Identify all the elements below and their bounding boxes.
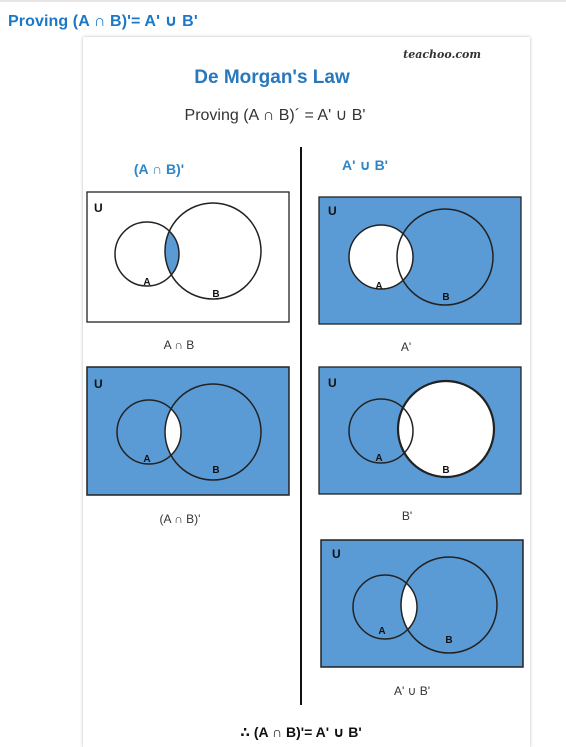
set-b-region	[398, 381, 494, 477]
caption-union-complements: A' ∪ B'	[394, 684, 430, 698]
set-b-circle	[164, 202, 262, 300]
set-a-circle	[116, 399, 182, 465]
set-b-label: B	[445, 635, 452, 646]
universe-label: U	[332, 547, 341, 561]
set-b-circle	[400, 556, 498, 654]
set-a-label: A	[375, 453, 382, 464]
set-b-label: B	[442, 292, 449, 303]
set-b-circle	[164, 383, 262, 481]
figure-subtitle: Proving (A ∩ B)´ = A' ∪ B'	[185, 107, 366, 124]
set-b-label: B	[212, 289, 219, 300]
caption-b-complement: B'	[402, 509, 412, 523]
set-a-label: A	[143, 454, 150, 465]
set-a-circle	[352, 574, 418, 640]
universe-label: U	[328, 204, 337, 218]
universe-label: U	[328, 376, 337, 390]
set-a-region	[349, 225, 413, 289]
set-a-label: A	[378, 626, 385, 637]
figure-card: teachoo.com De Morgan's Law Proving (A ∩…	[83, 37, 530, 747]
set-b-label: B	[212, 465, 219, 476]
universe-label: U	[94, 201, 103, 215]
set-a-label: A	[143, 277, 150, 288]
left-column-title: (A ∩ B)'	[134, 161, 184, 177]
venn-a-complement: U A B	[318, 196, 522, 325]
set-a-circle	[348, 224, 414, 290]
de-morgan-figure: teachoo.com De Morgan's Law Proving (A ∩…	[86, 48, 524, 740]
venn-a-intersect-b: U A B	[86, 191, 290, 323]
watermark: teachoo.com	[403, 48, 481, 61]
page-heading: Proving (A ∩ B)'= A' ∪ B'	[8, 13, 198, 30]
set-a-circle	[114, 221, 180, 287]
venn-b-complement: U A B	[318, 366, 522, 495]
set-b-circle	[396, 379, 496, 479]
universe-rect	[86, 191, 290, 323]
venn-complement-of-intersection: U A B	[86, 366, 290, 496]
universe-rect	[320, 539, 524, 668]
caption-complement-intersection: (A ∩ B)'	[160, 512, 201, 526]
universe-label: U	[94, 377, 103, 391]
top-rule	[0, 0, 566, 2]
venn-union-of-complements: U A B	[320, 539, 524, 668]
conclusion: ∴ (A ∩ B)'= A' ∪ B'	[240, 724, 361, 740]
right-column-title: A' ∪ B'	[342, 157, 388, 173]
set-b-label: B	[442, 465, 449, 476]
caption-a-intersect-b: A ∩ B	[164, 338, 195, 352]
caption-a-complement: A'	[401, 340, 411, 354]
set-a-circle	[348, 398, 414, 464]
set-a-label: A	[375, 281, 382, 292]
figure-title: De Morgan's Law	[194, 67, 350, 88]
set-b-circle	[396, 208, 494, 306]
